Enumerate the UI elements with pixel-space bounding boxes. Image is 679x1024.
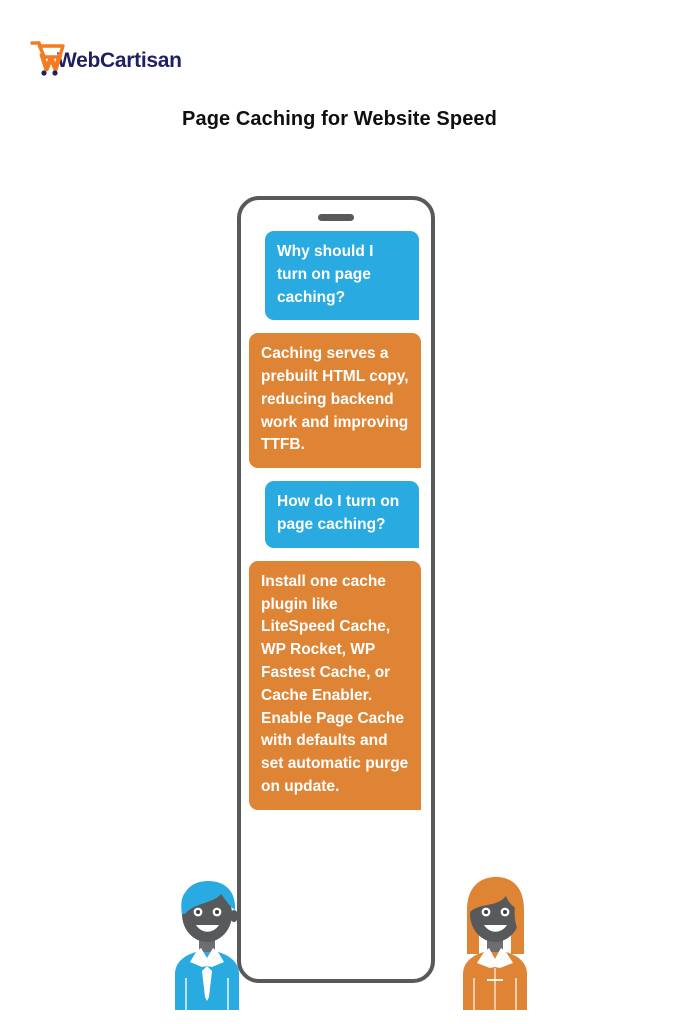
male-avatar	[155, 870, 259, 1010]
chat-screen: Why should I turn on page caching? Cachi…	[241, 231, 431, 973]
phone-speaker-grille	[318, 214, 354, 221]
brand-logo-text: WebCartisan	[57, 49, 182, 72]
chat-bubble-bot: Install one cache plugin like LiteSpeed …	[249, 560, 421, 810]
page-title: Page Caching for Website Speed	[182, 108, 497, 130]
phone-mockup: Why should I turn on page caching? Cachi…	[237, 196, 435, 983]
female-avatar	[443, 870, 547, 1010]
brand-logo: WebCartisan	[28, 38, 182, 78]
chat-bubble-user: How do I turn on page caching?	[265, 481, 419, 548]
shopping-cart-w-icon	[28, 38, 70, 78]
chat-bubble-user: Why should I turn on page caching?	[265, 231, 419, 321]
chat-bubble-bot: Caching serves a prebuilt HTML copy, red…	[249, 333, 421, 469]
